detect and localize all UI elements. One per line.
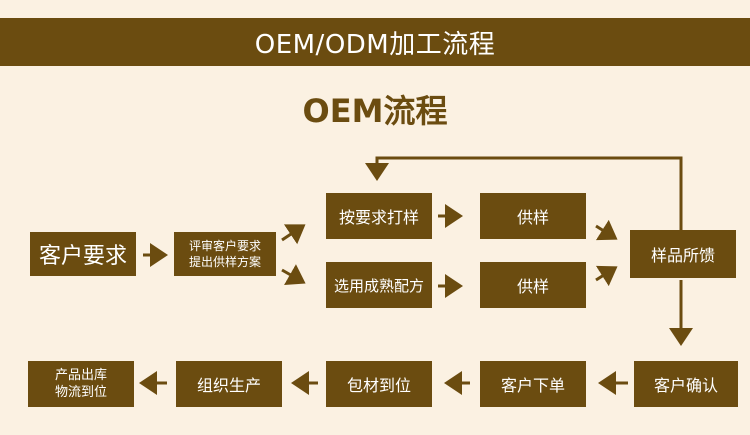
arrow-review-to-sample [281,224,306,245]
node-review-request: 评审客户要求 提出供样方案 [174,232,276,276]
arrow-review-to-formula [281,264,306,285]
node-choose-formula: 选用成熟配方 [326,262,432,308]
node-organize-production: 组织生产 [176,361,282,407]
arrow-supply1-to-feedback [595,219,618,241]
banner-title: OEM/ODM加工流程 [0,18,750,66]
node-sample-by-request: 按要求打样 [326,193,432,239]
node-packaging-arrival: 包材到位 [326,361,432,407]
node-sample-feedback: 样品所馈 [630,230,736,278]
section-title: OEM流程 [302,92,448,130]
node-sample-supply-2: 供样 [480,262,586,308]
node-customer-order: 客户下单 [480,361,586,407]
node-customer-request: 客户要求 [30,232,136,276]
node-product-out: 产品出库 物流到位 [28,361,134,407]
node-sample-supply-1: 供样 [480,193,586,239]
arrow-supply2-to-feedback [595,265,618,287]
node-customer-confirm: 客户确认 [634,361,738,407]
